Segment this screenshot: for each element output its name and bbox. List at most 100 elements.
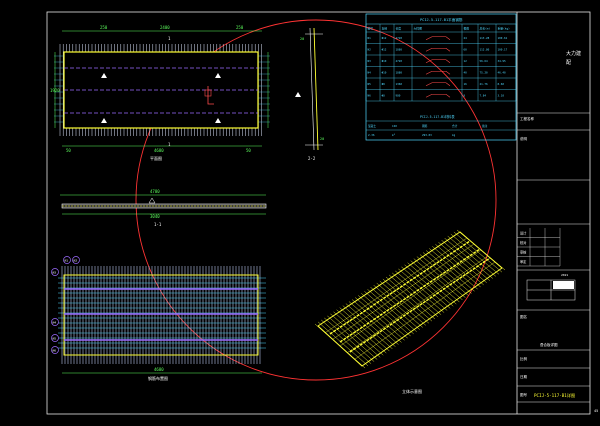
rebar-callout-n3: N3 <box>51 268 59 276</box>
iso-bar-long <box>325 237 468 333</box>
table-sub-cell: m³ <box>392 133 396 137</box>
side-view-dim-2: 20 <box>320 137 324 141</box>
elevation-view: 4780 3040 1-1 <box>60 189 267 227</box>
iso-truss-2 <box>339 248 481 343</box>
notes-label: 说明 <box>520 136 528 141</box>
plan-dim-bottom-3: 50 <box>246 148 251 153</box>
callout-text-n4: N4 <box>53 321 57 325</box>
table-header-cell: 根数 <box>464 27 470 31</box>
iso-bar-long <box>354 261 496 360</box>
plan-dim-bottom-1: 50 <box>66 148 71 153</box>
page-number: 45 <box>594 409 598 413</box>
table-header-cell: 直径 <box>382 27 388 31</box>
rebar-shape-sketch <box>425 82 451 87</box>
rebar-shape-sketch <box>425 70 451 75</box>
callout-text-n1: N1 <box>65 259 69 263</box>
tb-sign-label: 校对 <box>520 240 527 245</box>
table-cell: 40 <box>464 70 468 74</box>
table-cell: N3 <box>368 59 372 63</box>
iso-bar-long <box>339 249 482 347</box>
table-cell: 100.61 <box>498 36 508 40</box>
elevation-label: 1-1 <box>154 222 162 227</box>
side-view-line-2 <box>313 27 319 151</box>
plan-view: 250 2400 250 1 1920 50 4680 50 平面图 1 <box>50 25 270 161</box>
plan-dim-top-3: 250 <box>236 25 244 30</box>
plan-dim-bottom-2: 4680 <box>154 148 164 153</box>
table-sub-header: C40 <box>392 124 397 128</box>
isometric-view: 立体示意图 <box>314 229 506 394</box>
rebar-callout-n1: N1 <box>63 256 71 264</box>
table-sub-title: PCIJ-5-117-B1材料表 <box>420 114 455 119</box>
project-label: 工程名称 <box>520 116 534 121</box>
plan-dim-top-2: 2400 <box>160 25 170 30</box>
table-sub-header: 合计 <box>452 124 458 128</box>
table-cell: 100.17 <box>498 47 508 51</box>
drawing-label: 图名 <box>520 314 527 319</box>
lift-point-marker-3 <box>101 118 107 123</box>
table-cell: Φ12 <box>382 36 387 40</box>
iso-truss-3 <box>349 257 491 353</box>
sheet-label: 图号 <box>520 392 528 397</box>
table-cell: 980 <box>396 93 401 97</box>
table-cell: 24 <box>464 36 468 40</box>
red-highlight-circle <box>135 19 497 381</box>
table-cell: N1 <box>368 36 372 40</box>
callout-text-n5: N5 <box>53 337 57 341</box>
table-cell: 56.64 <box>480 59 488 63</box>
table-cell: 34.95 <box>498 59 506 63</box>
table-cell: 21.76 <box>480 82 488 86</box>
plan-dim-side: 1920 <box>50 88 60 93</box>
table-cell: 60 <box>464 47 468 51</box>
table-cell: 113.28 <box>480 36 490 40</box>
rebar-shape-sketch <box>425 93 451 98</box>
table-cell: 4720 <box>396 59 403 63</box>
callout-circle-n6 <box>51 346 59 354</box>
table-cell: N2 <box>368 47 372 51</box>
drawing-number: PCIJ-5-117-B1详图 <box>534 392 575 399</box>
table-header-cell: 总长(m) <box>480 27 491 31</box>
company-sub: 配 <box>566 60 571 66</box>
plan-dim-top-1: 250 <box>100 25 108 30</box>
rebar-shape-sketch <box>425 59 451 64</box>
callout-circle-n4 <box>51 318 59 326</box>
table-sub-header: 备注 <box>482 124 488 128</box>
table-title: PCIJ-5-117-B1平面钢筋 <box>420 17 463 22</box>
rebar-plan-title: 钢筋布置图 <box>148 375 168 381</box>
table-cell: N5 <box>368 82 372 86</box>
date-label: 日期 <box>520 374 528 379</box>
callout-text-n6: N6 <box>53 349 57 353</box>
rebar-shape-sketch <box>425 47 451 52</box>
elevation-dim-top: 4780 <box>150 189 160 194</box>
elevation-dim-bottom: 3040 <box>150 214 160 219</box>
side-view-marker <box>295 92 301 97</box>
tb-sign-label: 审核 <box>520 250 527 255</box>
company-name: 大力建 <box>566 50 581 57</box>
table-cell: 1880 <box>396 70 403 74</box>
table-cell: N4 <box>368 70 372 74</box>
side-view-line-1 <box>309 27 315 151</box>
rebar-callout-n4: N4 <box>51 318 59 326</box>
table-cell: 46.40 <box>498 70 506 74</box>
table-cell: Φ10 <box>382 59 387 63</box>
plan-view-title: 平面图 <box>150 155 162 161</box>
table-cell: 12 <box>464 59 468 63</box>
plan-section-mark-top: 1 <box>168 36 171 41</box>
table-cell: 4720 <box>396 36 403 40</box>
table-cell: 16 <box>464 82 468 86</box>
callout-circle-n2 <box>72 256 80 264</box>
table-headers: 编号直径长度大样图根数总长(m)重量(kg) <box>368 27 511 31</box>
table-header-cell: 编号 <box>368 27 374 31</box>
callout-circle-n1 <box>63 256 71 264</box>
table-sub-cell: 293.83 <box>422 133 432 137</box>
table-sub-header: 混凝土 <box>368 124 376 128</box>
iso-truss-1 <box>329 240 471 335</box>
table-grid <box>365 24 517 102</box>
rebar-callout-n2: N2 <box>72 256 80 264</box>
rebar-dim-bottom: 4680 <box>154 367 164 372</box>
rebar-shape-sketch <box>425 36 451 41</box>
lift-point-marker-1 <box>101 73 107 78</box>
table-cell: 1880 <box>396 47 403 51</box>
table-sub-cell: 2.36 <box>368 133 375 137</box>
